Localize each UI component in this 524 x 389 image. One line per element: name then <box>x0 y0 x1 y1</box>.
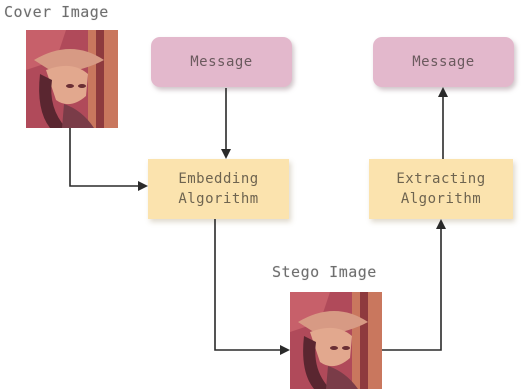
extracting-algorithm-line-1: Extracting <box>396 171 486 187</box>
arrow-stego-to-extracting <box>382 219 446 351</box>
cover-image-label: Cover Image <box>4 3 109 21</box>
embedding-algorithm-line-1: Embedding <box>178 171 259 187</box>
extracting-algorithm-line-2: Algorithm <box>400 191 482 207</box>
extracting-algorithm-box: Extracting Algorithm <box>369 159 513 219</box>
embedding-algorithm-box: Embedding Algorithm <box>148 159 289 219</box>
stego-image-label: Stego Image <box>272 263 377 281</box>
arrow-cover-to-embedding <box>69 128 148 191</box>
embedding-algorithm-line-2: Algorithm <box>178 191 259 207</box>
arrow-embedding-to-stego <box>214 219 290 355</box>
stego-image-photo <box>290 292 382 389</box>
cover-image-photo <box>26 30 118 128</box>
message-box-left: Message <box>151 37 292 87</box>
message-box-right: Message <box>373 37 514 87</box>
